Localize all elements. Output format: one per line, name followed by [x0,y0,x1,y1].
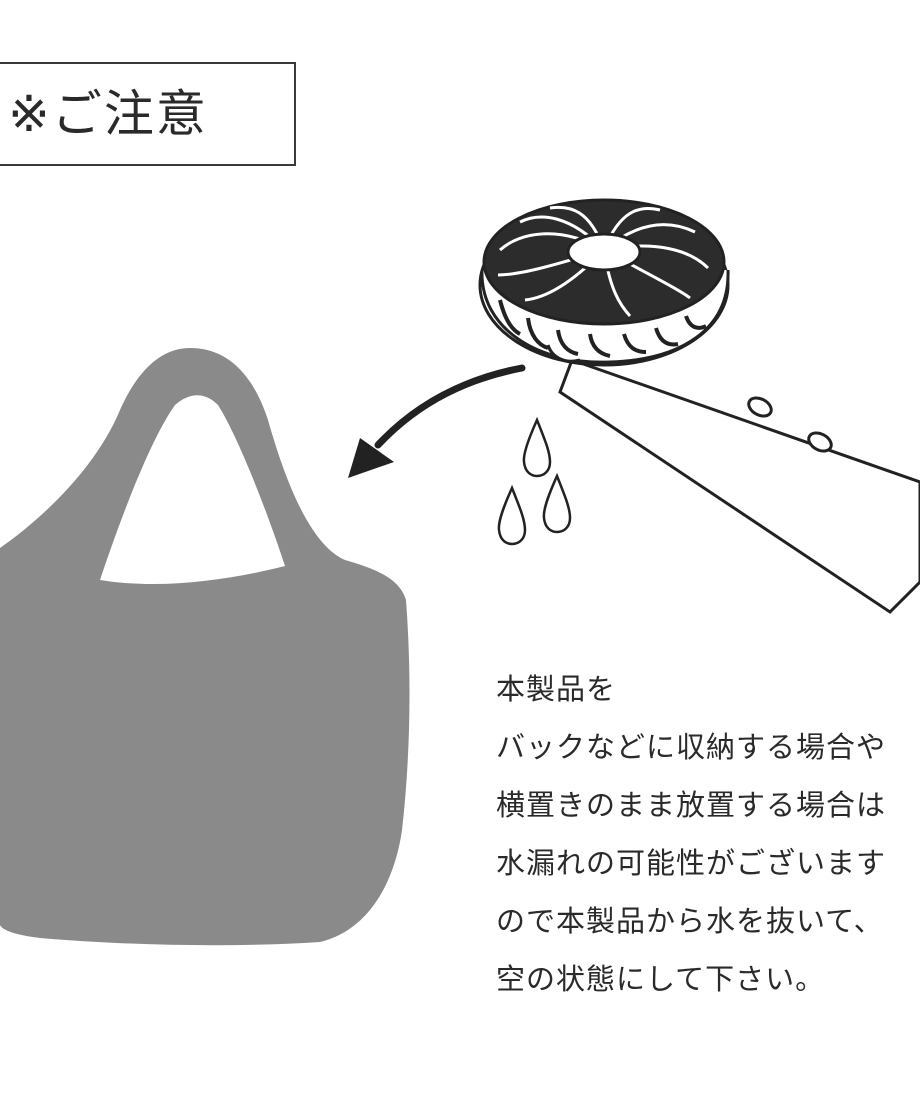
caution-text: 本製品を バックなどに収納する場合や 横置きのまま放置する場合は 水漏れの可能性… [496,660,920,1008]
tote-bag-icon [0,348,410,946]
caution-text-line: ので本製品から水を抜いて、 [496,904,884,938]
curved-arrow-icon [348,364,526,478]
caution-text-line: 空の状態にして下さい。 [496,962,826,996]
caution-text-line: 水漏れの可能性がございます [496,846,887,880]
notice-title: ※ご注意 [8,85,208,143]
caution-text-line: 横置きのまま放置する場合は [496,788,887,822]
handheld-fan-icon [478,198,920,614]
caution-text-line: バックなどに収納する場合や [496,730,887,764]
water-drop-icon [497,416,572,546]
notice-box: ※ご注意 [0,62,296,166]
caution-text-line: 本製品を [496,672,617,706]
